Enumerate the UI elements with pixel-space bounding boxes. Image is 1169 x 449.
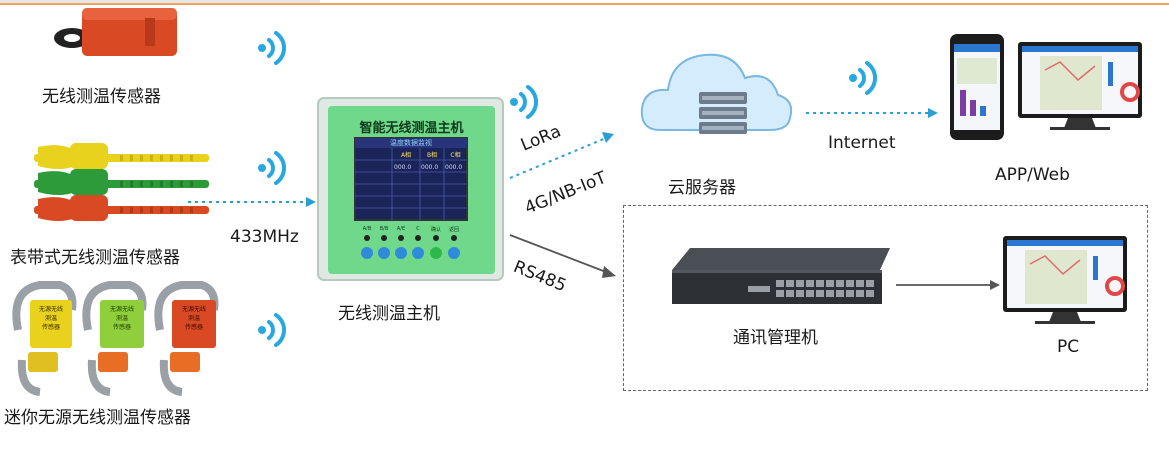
wifi-signal-icon: [258, 31, 286, 65]
wireless-sensor-image: [54, 8, 177, 56]
cloud-caption: 云服务器: [668, 178, 736, 198]
host-button-label: B/B: [379, 226, 389, 232]
host-device-title: 智能无线测温主机: [359, 121, 464, 136]
strap-sensor-image: [34, 143, 209, 221]
arrow-internet: [806, 108, 938, 118]
host-screen-col-a: A相: [400, 152, 412, 159]
wifi-signal-icon: [258, 313, 286, 347]
pc-caption: PC: [1057, 337, 1080, 357]
switch-device: [672, 248, 890, 304]
wifi-signal-icon: [849, 61, 877, 95]
internet-label: Internet: [828, 133, 896, 153]
mini-sensor-image: [12, 281, 219, 396]
host-screen-header: 温度数据监视: [390, 139, 432, 147]
host-screen-col-b: B相: [426, 152, 438, 159]
host-button-label: C: [416, 226, 420, 232]
cloud-server-icon: [640, 53, 793, 134]
host-screen-value: 000.0: [421, 164, 439, 171]
arrow-433mhz: [188, 197, 316, 207]
freq-label: 433MHz: [230, 227, 299, 247]
header-rule: [0, 3, 1169, 5]
mini-sensor-tag-text: 无源无线 测温 传感器: [181, 306, 206, 331]
phone-icon: [950, 34, 1004, 140]
host-caption: 无线测温主机: [338, 304, 440, 324]
host-button-label: A/B: [362, 226, 372, 232]
host-screen-col-c: C相: [450, 152, 461, 159]
mini-sensor-caption: 迷你无源无线测温传感器: [4, 408, 191, 428]
strap-sensor-caption: 表带式无线测温传感器: [10, 248, 180, 268]
local-network-boundary: [623, 205, 1148, 391]
arrow-switch-pc: [896, 280, 1000, 290]
host-button-label: A/E: [396, 226, 406, 232]
mini-sensor-tag-text: 无源无线 测温 传感器: [38, 306, 63, 331]
arrow-rs485: [509, 234, 616, 278]
header-tab-strip: [0, 0, 320, 5]
mini-sensor-tag-text: 无源无线 测温 传感器: [109, 306, 134, 331]
wireless-sensor-caption: 无线测温传感器: [42, 87, 161, 107]
wifi-signal-icon: [258, 151, 286, 185]
arrow-lora-4g: [509, 132, 614, 179]
host-button-label: 返回: [448, 227, 459, 233]
monitor-icon-web: [1018, 42, 1142, 130]
host-screen-value: 000.0: [445, 164, 463, 171]
app-web-caption: APP/Web: [995, 165, 1070, 185]
host-button-label: 确认: [430, 227, 441, 233]
switch-caption: 通讯管理机: [733, 328, 818, 348]
host-device: [317, 97, 504, 281]
wifi-signal-icon: [510, 85, 538, 119]
monitor-icon-pc: [1003, 236, 1127, 324]
host-screen-value: 000.0: [394, 164, 412, 171]
